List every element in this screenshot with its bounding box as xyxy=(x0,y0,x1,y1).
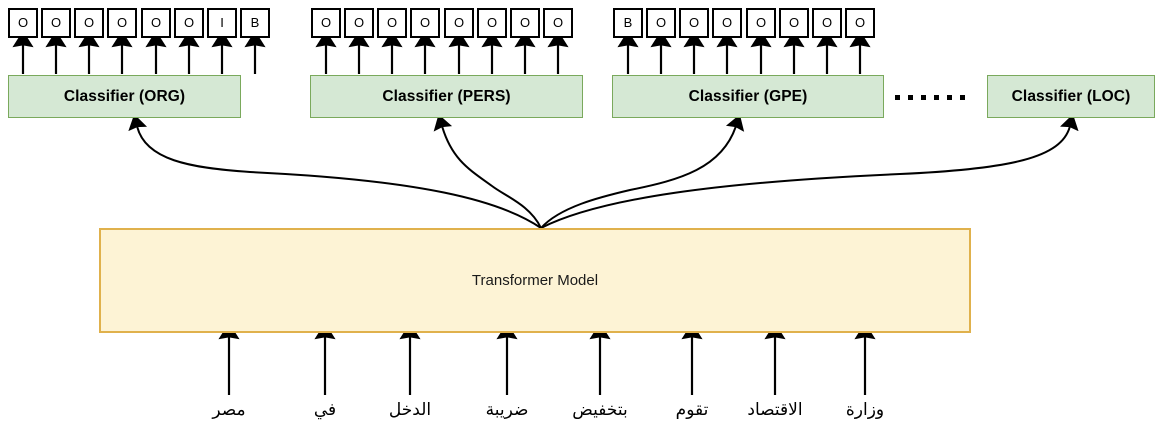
input-token: في xyxy=(313,400,337,420)
tag-box: O xyxy=(543,8,573,38)
tag-box: O xyxy=(41,8,71,38)
ellipsis-dot xyxy=(908,94,913,100)
tag-box: O xyxy=(746,8,776,38)
tag-box: B xyxy=(613,8,643,38)
ellipsis-dot xyxy=(960,94,965,100)
fanout-curve-pers xyxy=(433,114,542,229)
tag-box: O xyxy=(141,8,171,38)
tag-box: O xyxy=(174,8,204,38)
input-token: تقوم xyxy=(675,400,709,420)
tag-box: O xyxy=(812,8,842,38)
tag-box: O xyxy=(845,8,875,38)
tag-box: O xyxy=(74,8,104,38)
input-token: وزارة xyxy=(845,400,885,420)
ellipsis-dot xyxy=(947,94,952,100)
tag-box: O xyxy=(444,8,474,38)
tag-box: O xyxy=(107,8,137,38)
tag-box: O xyxy=(377,8,407,38)
input-token: مصر xyxy=(212,400,246,420)
tag-box: O xyxy=(477,8,507,38)
classifier-org[interactable]: Classifier (ORG) xyxy=(8,75,241,118)
fanout-curve-loc xyxy=(540,114,1079,229)
fanout-curves xyxy=(128,114,1079,229)
tag-arrows-org xyxy=(12,30,266,74)
tag-box: O xyxy=(311,8,341,38)
tag-box: O xyxy=(712,8,742,38)
classifier-loc[interactable]: Classifier (LOC) xyxy=(987,75,1155,118)
tag-box: O xyxy=(646,8,676,38)
tag-box: O xyxy=(8,8,38,38)
ellipsis-dots xyxy=(895,91,965,103)
transformer-model-label: Transformer Model xyxy=(471,272,599,289)
classifier-pers[interactable]: Classifier (PERS) xyxy=(310,75,583,118)
transformer-model-box[interactable]: Transformer Model xyxy=(99,228,971,333)
tag-box: I xyxy=(207,8,237,38)
tag-arrows-pers xyxy=(315,30,569,74)
ellipsis-dot xyxy=(934,94,939,100)
input-token: ضريبة xyxy=(485,400,529,420)
tag-box: O xyxy=(679,8,709,38)
input-token: الدخل xyxy=(388,400,432,420)
input-arrows xyxy=(218,322,876,395)
tag-arrows-gpe xyxy=(617,30,871,74)
tag-box: O xyxy=(344,8,374,38)
tag-box: O xyxy=(510,8,540,38)
ellipsis-dot xyxy=(895,94,900,100)
tag-box: B xyxy=(240,8,270,38)
tag-box: O xyxy=(410,8,440,38)
fanout-curve-gpe xyxy=(540,114,745,229)
input-token: الاقتصاد xyxy=(747,400,803,420)
classifier-gpe[interactable]: Classifier (GPE) xyxy=(612,75,884,118)
input-token: بتخفيض xyxy=(572,400,628,420)
fanout-curve-org xyxy=(128,114,542,229)
tag-box: O xyxy=(779,8,809,38)
ellipsis-dot xyxy=(921,94,926,100)
